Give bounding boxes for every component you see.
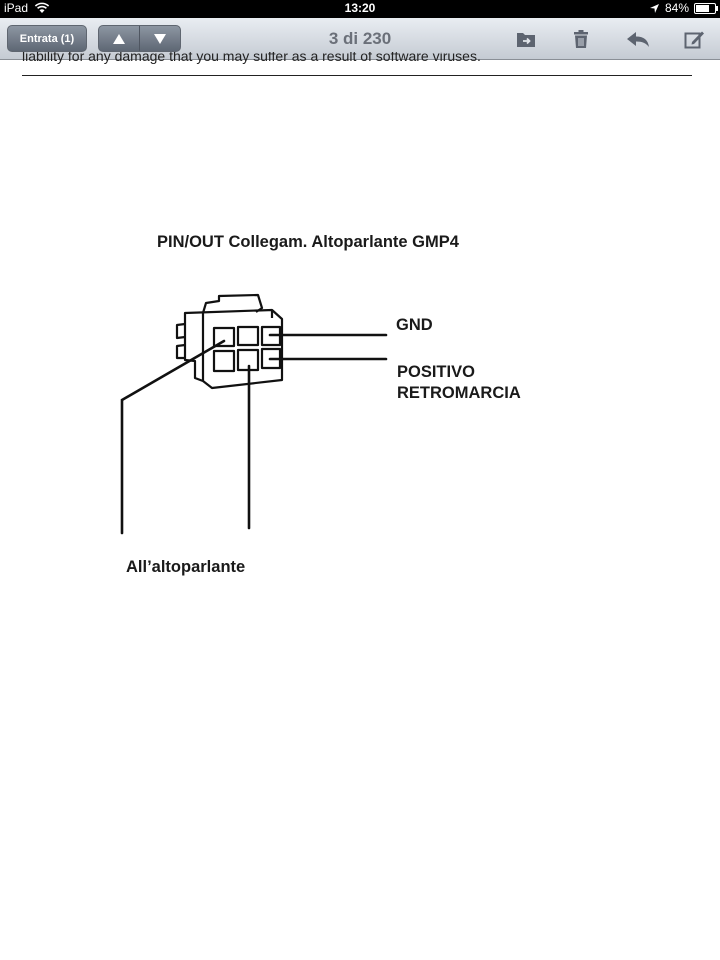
status-right-group: 84% [649, 1, 718, 15]
wire-speaker-1 [120, 339, 226, 535]
chevron-down-icon [154, 33, 166, 44]
connector-side-tab-top [175, 322, 186, 340]
next-message-button[interactable] [139, 26, 180, 51]
label-speaker: All’altoparlante [126, 558, 246, 576]
battery-fill [696, 4, 709, 12]
pin-cavity [212, 326, 236, 348]
label-retromarcia: RETROMARCIA [397, 384, 521, 402]
trash-icon[interactable] [570, 28, 592, 50]
connector-latch [201, 293, 264, 314]
inbox-button[interactable]: Entrata (1) [7, 25, 87, 52]
previous-message-button[interactable] [99, 26, 139, 51]
carrier-label: iPad [4, 1, 29, 15]
status-bar: iPad 13:20 84% [0, 0, 720, 18]
document-divider [22, 75, 692, 76]
battery-percent: 84% [664, 1, 689, 15]
connector-side-tab-bottom [175, 343, 186, 360]
location-arrow-icon [649, 3, 659, 13]
label-gnd: GND [396, 316, 433, 334]
document-partial-text-line: liability for any damage that you may su… [22, 52, 481, 64]
message-counter: 3 di 230 [328, 29, 392, 48]
chevron-up-icon [113, 33, 125, 44]
pin-cavity [236, 325, 260, 347]
clock: 13:20 [344, 1, 376, 15]
diagram-title: PIN/OUT Collegam. Altoparlante GMP4 [157, 233, 459, 251]
battery-icon [694, 2, 718, 14]
carrier-group: iPad [4, 1, 50, 15]
reply-icon[interactable] [625, 28, 651, 50]
wifi-icon [34, 2, 50, 13]
pin-cavity [212, 349, 236, 373]
mail-toolbar: Entrata (1) 3 di 230 [0, 18, 720, 60]
folder-move-icon[interactable] [515, 28, 537, 50]
label-positivo: POSITIVO [397, 363, 475, 381]
compose-icon[interactable] [683, 28, 705, 50]
message-navigation-control [98, 25, 181, 52]
